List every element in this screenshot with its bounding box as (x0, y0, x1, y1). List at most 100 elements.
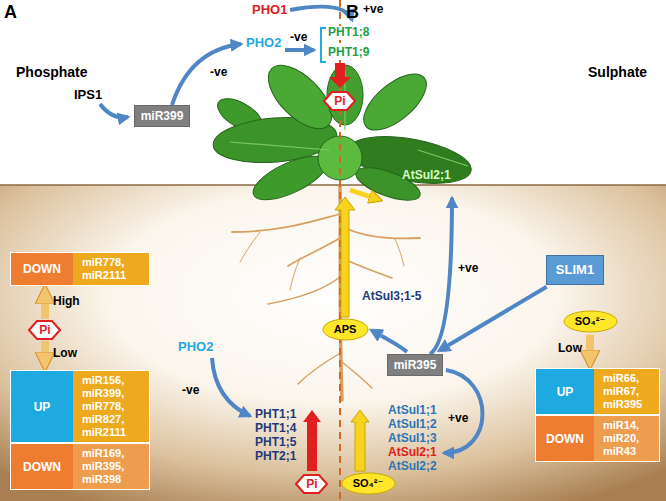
gene-label: PHO1 (252, 3, 287, 18)
gene-label: PHO2 (178, 340, 213, 355)
connector-arrow (448, 287, 546, 345)
table-header: DOWN (11, 444, 73, 489)
bracket (321, 28, 326, 62)
uptake-arrows (351, 410, 369, 471)
effect-label: +ve (363, 3, 383, 17)
table-header: UP (11, 371, 73, 442)
transporter-label: AtSul2;1 (388, 446, 437, 460)
uptake-arrows (303, 63, 380, 471)
pathway-arrows (444, 370, 483, 453)
mirna-box: miR395 (387, 354, 444, 376)
aps-ellipse: APS (322, 318, 369, 341)
panel-heading: Sulphate (588, 64, 647, 80)
connector-arrow (41, 341, 49, 352)
transporter-label: AtSul3;1-5 (362, 290, 421, 304)
table-body: miR14, miR20, miR43 (594, 416, 659, 461)
pathway-arrows (172, 44, 241, 105)
transporter-label: PHT1;9 (328, 46, 369, 60)
effect-label: -ve (290, 31, 307, 45)
edge-label: Low (53, 347, 77, 361)
soil (0, 185, 666, 501)
roots (395, 239, 404, 266)
node-text: SO₄²⁻ (353, 477, 384, 490)
effect-label: -ve (210, 66, 227, 80)
phosphate-hexagon: Pi (323, 91, 356, 111)
table-body: miR156, miR399, miR778, miR827, miR2111 (73, 371, 149, 442)
roots (298, 352, 342, 384)
transporter-label: PHT1;1 (255, 408, 296, 422)
sulphate-ellipse: SO₄²⁻ (563, 310, 618, 333)
roots (288, 238, 340, 266)
transporter-label: AtSul2;2 (388, 460, 437, 474)
ellipse-shape (323, 319, 368, 340)
pathway-arrows (212, 358, 250, 416)
transporter-label: PHT2;1 (255, 450, 296, 464)
roots (268, 276, 341, 304)
node-text: Pi (306, 477, 317, 491)
hexagon-shape (296, 475, 327, 493)
node-text: Pi (334, 94, 345, 108)
pathway-arrows (285, 48, 314, 52)
roots (240, 232, 260, 262)
table-header: DOWN (536, 416, 594, 461)
hexagon-shape (324, 92, 355, 110)
mirna-table: DOWNmiR169, miR395, miR398 (10, 443, 150, 490)
transporter-label: AtSul1;1 (388, 404, 437, 418)
roots (341, 226, 420, 239)
uptake-arrows (335, 197, 355, 317)
edge-label: Low (558, 342, 582, 356)
pathway-arrows (100, 7, 483, 453)
uptake-arrows (329, 63, 351, 88)
transporter-label: PHT1;8 (328, 26, 369, 40)
uptake-arrows (350, 190, 380, 200)
edge-label: High (53, 295, 80, 309)
table-body: miR169, miR395, miR398 (73, 444, 149, 489)
uptake-arrows (303, 410, 321, 471)
effect-label: -ve (182, 384, 199, 398)
roots (342, 362, 372, 388)
roots (290, 258, 300, 290)
pathway-arrows (430, 198, 452, 354)
sulphate-ellipse: SO₄²⁻ (341, 472, 396, 495)
mirna-table: UPmiR66, miR67, miR395 (535, 368, 660, 415)
leaf-rosette (354, 64, 435, 140)
soil (0, 184, 666, 186)
node-text: miR399 (141, 109, 184, 123)
leaf-rosette (352, 161, 424, 207)
soil (0, 185, 666, 501)
table-header: UP (536, 369, 594, 414)
hexagon-shape (29, 321, 60, 339)
connector-arrow (381, 336, 407, 352)
gene-label: PHO2 (246, 36, 281, 51)
transporter-label: AtSul1;3 (388, 432, 437, 446)
gene-label: IPS1 (74, 88, 102, 103)
node-text: SO₄²⁻ (575, 315, 606, 328)
node-text: APS (334, 323, 357, 336)
effect-label: +ve (458, 262, 478, 276)
table-header: DOWN (11, 253, 73, 285)
regulator-box: SLIM1 (546, 255, 604, 285)
ellipse-shape (564, 311, 617, 332)
phosphate-hexagon: Pi (295, 474, 328, 494)
node-text: miR395 (394, 358, 437, 372)
transporter-label: AtSul2;1 (402, 169, 451, 183)
node-text: SLIM1 (556, 262, 594, 278)
transporter-label: AtSul1;2 (388, 418, 437, 432)
panel-letter: B (346, 2, 359, 23)
mirna-table: UPmiR156, miR399, miR778, miR827, miR211… (10, 370, 150, 443)
roots (232, 214, 340, 232)
effect-label: +ve (448, 412, 468, 426)
node-text: Pi (39, 323, 50, 337)
phosphate-hexagon: Pi (28, 320, 61, 340)
panel-letter: A (4, 2, 17, 23)
table-body: miR778, miR2111 (73, 253, 149, 285)
transporter-label: PHT1;5 (255, 436, 296, 450)
connector-arrow (41, 304, 49, 319)
table-body: miR66, miR67, miR395 (594, 369, 659, 414)
mirna-box: miR399 (134, 105, 191, 127)
connector-arrow (586, 335, 594, 350)
leaf-rosette (230, 70, 468, 166)
mirna-table: DOWNmiR14, miR20, miR43 (535, 415, 660, 462)
